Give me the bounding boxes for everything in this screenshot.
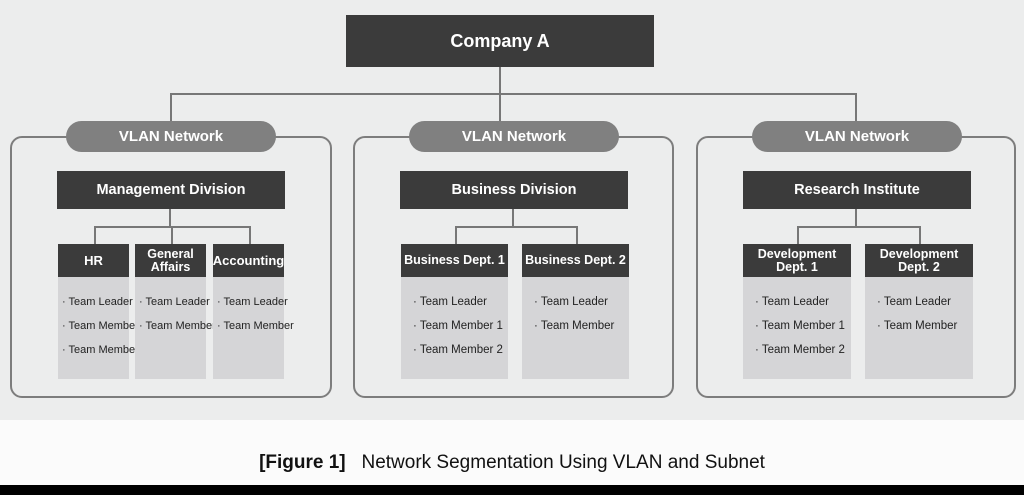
connector: [170, 93, 172, 121]
department-members: · Team Leader · Team Member: [865, 277, 973, 379]
connector: [575, 226, 578, 245]
bottom-bar: [0, 485, 1024, 495]
vlan-network-pill: VLAN Network: [409, 121, 619, 152]
caption-text: Network Segmentation Using VLAN and Subn…: [361, 452, 765, 473]
department-header: Business Dept. 1: [401, 244, 508, 277]
vlan-network-pill: VLAN Network: [66, 121, 276, 152]
connector: [248, 226, 251, 245]
department-members: · Team Leader · Team Member 1 · Team Membe…: [58, 277, 148, 379]
member-item: · Team Member 2: [413, 344, 503, 356]
connector: [855, 209, 857, 227]
department-header: General Affairs: [135, 244, 206, 277]
department-label: Accounting: [212, 253, 285, 268]
member-item: · Team Leader: [62, 296, 133, 308]
department-header: Business Dept. 2: [522, 244, 629, 277]
division-node: Research Institute: [743, 171, 971, 209]
vlan-label: VLAN Network: [804, 128, 910, 145]
member-item: · Team Member: [534, 320, 615, 332]
member-item: · Team Member 1: [413, 320, 503, 332]
department-label: General Affairs: [147, 246, 194, 274]
division-node: Business Division: [400, 171, 628, 209]
department-members: · Team Leader · Team Member: [213, 277, 294, 379]
connector: [512, 209, 514, 227]
department-members: · Team Leader · Team Member 1 · Team Membe…: [401, 277, 508, 379]
connector: [797, 226, 799, 245]
connector: [169, 209, 171, 227]
figure-caption: [Figure 1] Network Segmentation Using VL…: [0, 452, 1024, 474]
connector: [855, 93, 857, 121]
member-item: · Team Member 1: [62, 320, 148, 332]
connector: [919, 226, 921, 245]
connector: [170, 93, 856, 95]
root-node: Company A: [346, 15, 654, 67]
member-item: · Team Leader: [413, 296, 487, 308]
department-label: Development Dept. 1: [757, 246, 837, 274]
division-label: Research Institute: [794, 182, 920, 198]
caption-label: [Figure 1]: [259, 452, 346, 473]
member-item: · Team Leader: [877, 296, 951, 308]
department-header: Development Dept. 1: [743, 244, 851, 277]
vlan-label: VLAN Network: [118, 128, 224, 145]
connector: [797, 226, 921, 228]
department-label: Business Dept. 1: [404, 253, 505, 267]
department-members: · Team Leader · Team Member 1 · Team Membe…: [743, 277, 851, 379]
connector: [93, 226, 96, 245]
connector: [454, 226, 457, 245]
member-item: · Team Member: [877, 320, 958, 332]
member-item: · Team Leader: [217, 296, 288, 308]
member-item: · Team Member: [217, 320, 294, 332]
department-label: Business Dept. 2: [525, 253, 626, 267]
member-item: · Team Leader: [755, 296, 829, 308]
division-label: Management Division: [96, 182, 246, 198]
root-label: Company A: [450, 30, 550, 51]
department-label: HR: [84, 253, 103, 268]
member-item: · Team Leader: [534, 296, 608, 308]
division-node: Management Division: [57, 171, 285, 209]
member-item: · Team Member 2: [755, 344, 845, 356]
department-header: Development Dept. 2: [865, 244, 973, 277]
department-header: HR: [58, 244, 129, 277]
department-members: · Team Leader · Team Member: [135, 277, 216, 379]
member-item: · Team Member 2: [62, 344, 148, 356]
department-header: Accounting: [213, 244, 284, 277]
division-label: Business Division: [451, 182, 577, 198]
department-label: Development Dept. 2: [879, 246, 959, 274]
connector: [454, 226, 578, 228]
member-item: · Team Member: [139, 320, 216, 332]
connector: [170, 226, 173, 245]
vlan-network-pill: VLAN Network: [752, 121, 962, 152]
department-members: · Team Leader · Team Member: [522, 277, 629, 379]
member-item: · Team Leader: [139, 296, 210, 308]
vlan-label: VLAN Network: [461, 128, 567, 145]
member-item: · Team Member 1: [755, 320, 845, 332]
caption-area: [0, 420, 1024, 485]
